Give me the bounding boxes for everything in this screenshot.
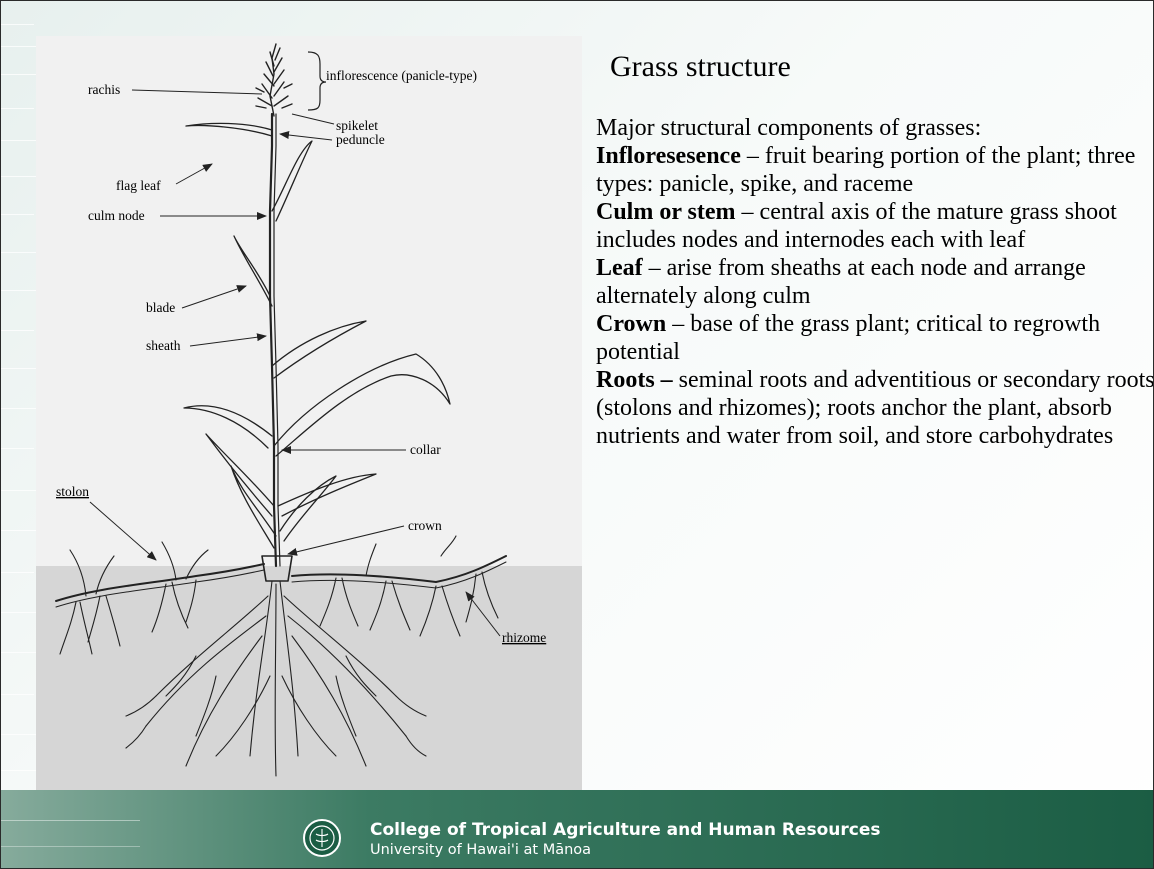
term-definition: seminal roots and adventitious or second… bbox=[596, 367, 1154, 449]
label-blade: blade bbox=[146, 300, 175, 315]
slide-title: Grass structure bbox=[610, 50, 791, 84]
term-name: Culm or stem bbox=[596, 199, 736, 225]
flag-leaf bbox=[186, 123, 272, 136]
leaf-8 bbox=[231, 466, 276, 548]
term-name: Crown bbox=[596, 311, 666, 337]
term-name: Leaf bbox=[596, 255, 643, 281]
label-crown: crown bbox=[408, 518, 442, 533]
label-rachis: rachis bbox=[88, 82, 120, 97]
term-roots: Roots – seminal roots and adventitious o… bbox=[596, 366, 1154, 450]
term-definition: – base of the grass plant; critical to r… bbox=[596, 311, 1100, 365]
term-crown: Crown – base of the grass plant; critica… bbox=[596, 310, 1154, 366]
term-inflorescence: Infloresesence – fruit bearing portion o… bbox=[596, 142, 1154, 198]
label-stolon: stolon bbox=[56, 484, 89, 499]
term-definition: – arise from sheaths at each node and ar… bbox=[596, 255, 1086, 309]
leaf-9 bbox=[280, 476, 336, 541]
inflorescence-brace bbox=[308, 52, 326, 110]
label-collar: collar bbox=[410, 442, 441, 457]
leaf-3 bbox=[272, 321, 366, 378]
label-flag-leaf: flag leaf bbox=[116, 178, 161, 193]
grass-structure-diagram: rachis inflorescence (panicle-type) spik… bbox=[36, 36, 582, 792]
label-inflorescence: inflorescence (panicle-type) bbox=[326, 68, 477, 83]
slide-body: Major structural components of grasses: … bbox=[596, 114, 1154, 450]
term-culm: Culm or stem – central axis of the matur… bbox=[596, 198, 1154, 254]
leaf-7 bbox=[278, 474, 376, 516]
intro-text: Major structural components of grasses: bbox=[596, 114, 1154, 142]
leaf-4 bbox=[274, 354, 450, 456]
grass-diagram-svg: rachis inflorescence (panicle-type) spik… bbox=[36, 36, 582, 792]
label-peduncle: peduncle bbox=[336, 132, 385, 147]
footer-university: University of Hawai'i at Mānoa bbox=[370, 842, 591, 858]
leaf-1 bbox=[272, 141, 312, 221]
label-spikelet: spikelet bbox=[336, 118, 378, 133]
leaf-6 bbox=[206, 434, 274, 516]
label-sheath: sheath bbox=[146, 338, 181, 353]
label-rhizome: rhizome bbox=[502, 630, 546, 645]
footer-institution: College of Tropical Agriculture and Huma… bbox=[370, 820, 880, 840]
university-seal-icon bbox=[302, 818, 342, 858]
label-culm-node: culm node bbox=[88, 208, 145, 223]
leaf-5 bbox=[184, 406, 272, 448]
footer-decor-line bbox=[0, 846, 140, 847]
inflorescence-panicle bbox=[256, 44, 292, 116]
term-leaf: Leaf – arise from sheaths at each node a… bbox=[596, 254, 1154, 310]
soil-area bbox=[36, 566, 582, 792]
leaf-2 bbox=[234, 236, 272, 306]
footer-decor-line bbox=[0, 820, 140, 821]
term-name: Roots – bbox=[596, 367, 673, 393]
term-name: Infloresesence bbox=[596, 143, 741, 169]
